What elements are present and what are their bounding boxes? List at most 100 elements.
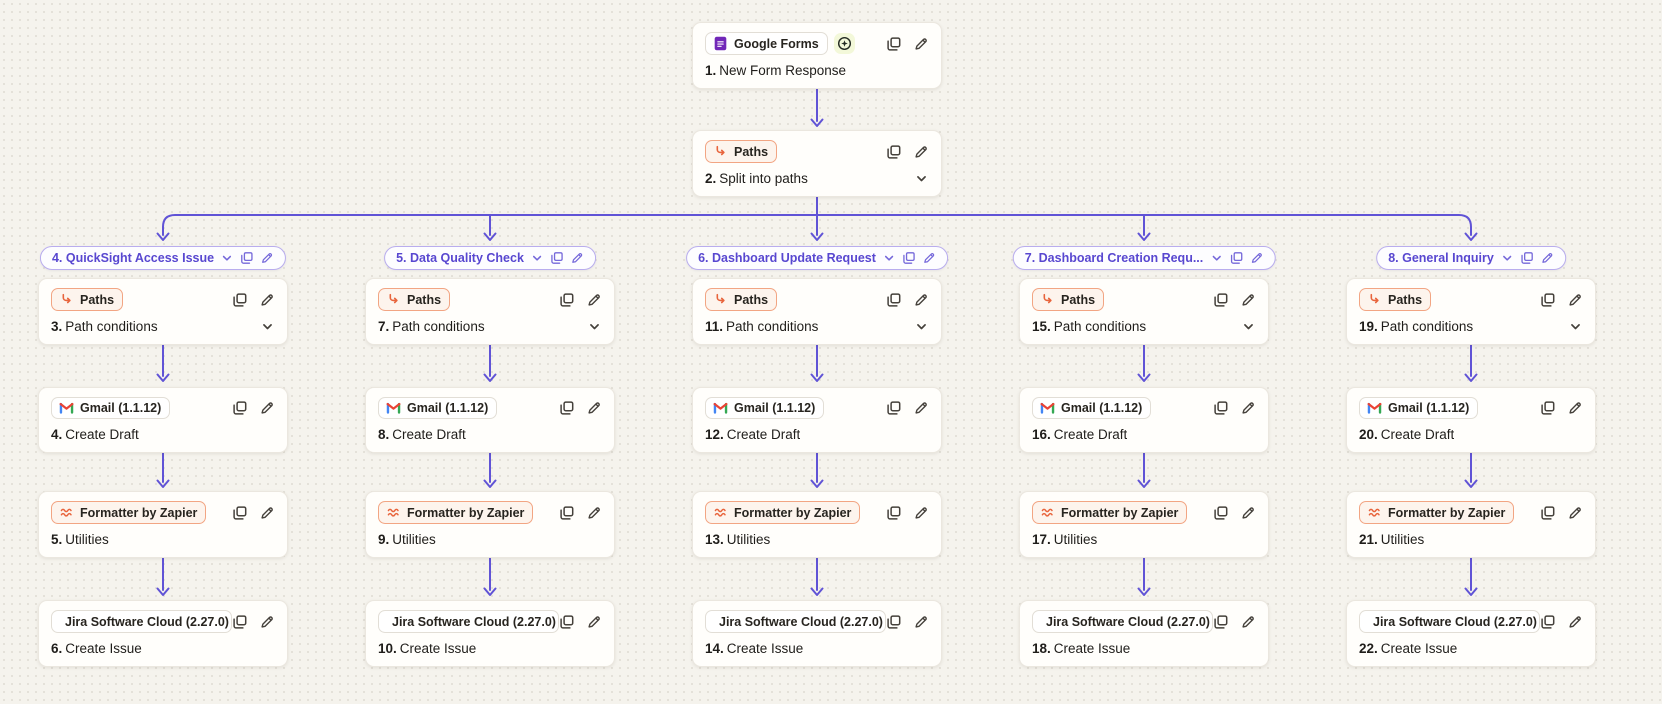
step-card-path-conditions[interactable]: Paths 7.Path conditions (365, 278, 615, 345)
copy-icon[interactable] (232, 400, 248, 416)
step-title: 10.Create Issue (378, 641, 477, 656)
step-card-path-conditions[interactable]: Paths 19.Path conditions (1346, 278, 1596, 345)
edit-icon[interactable] (586, 292, 602, 308)
edit-icon[interactable] (1567, 614, 1583, 630)
edit-icon[interactable] (259, 400, 275, 416)
copy-icon[interactable] (886, 144, 902, 160)
edit-icon[interactable] (1567, 505, 1583, 521)
copy-icon[interactable] (559, 292, 575, 308)
step-card-create-draft[interactable]: Gmail (1.1.12) 8.Create Draft (365, 387, 615, 453)
step-title: 7.Path conditions (378, 319, 485, 334)
copy-icon[interactable] (1540, 292, 1556, 308)
app-badge-jira: Jira Software Cloud (2.27.0) (51, 610, 232, 633)
copy-icon[interactable] (886, 505, 902, 521)
copy-icon[interactable] (1213, 505, 1229, 521)
branch-header-pill[interactable]: 5. Data Quality Check (384, 246, 596, 270)
step-title: 12.Create Draft (705, 427, 801, 442)
step-card-create-draft[interactable]: Gmail (1.1.12) 4.Create Draft (38, 387, 288, 453)
chevron-down-icon[interactable] (587, 319, 602, 334)
chevron-down-icon[interactable] (220, 251, 234, 265)
step-card-utilities[interactable]: Formatter by Zapier 5.Utilities (38, 491, 288, 558)
copy-icon[interactable] (1540, 400, 1556, 416)
chevron-down-icon[interactable] (1209, 251, 1223, 265)
step-card-utilities[interactable]: Formatter by Zapier 21.Utilities (1346, 491, 1596, 558)
chevron-down-icon[interactable] (260, 319, 275, 334)
step-title: 11.Path conditions (705, 319, 819, 334)
step-card-create-draft[interactable]: Gmail (1.1.12) 12.Create Draft (692, 387, 942, 453)
app-badge-label: Gmail (1.1.12) (407, 401, 489, 415)
step-card-create-issue[interactable]: Jira Software Cloud (2.27.0) 10.Create I… (365, 600, 615, 667)
edit-icon[interactable] (259, 292, 275, 308)
copy-icon[interactable] (1213, 614, 1229, 630)
copy-icon[interactable] (902, 251, 916, 265)
step-card-path-conditions[interactable]: Paths 11.Path conditions (692, 278, 942, 345)
edit-icon[interactable] (913, 400, 929, 416)
edit-icon[interactable] (1249, 251, 1263, 265)
step-card-path-conditions[interactable]: Paths 15.Path conditions (1019, 278, 1269, 345)
edit-icon[interactable] (913, 36, 929, 52)
split-step-card[interactable]: Paths 2.Split into paths (692, 130, 942, 197)
copy-icon[interactable] (232, 292, 248, 308)
branch-header-pill[interactable]: 8. General Inquiry (1376, 246, 1566, 270)
edit-icon[interactable] (1240, 292, 1256, 308)
copy-icon[interactable] (559, 614, 575, 630)
edit-icon[interactable] (922, 251, 936, 265)
chevron-down-icon[interactable] (1500, 251, 1514, 265)
copy-icon[interactable] (559, 505, 575, 521)
step-card-utilities[interactable]: Formatter by Zapier 13.Utilities (692, 491, 942, 558)
copy-icon[interactable] (886, 292, 902, 308)
copy-icon[interactable] (886, 36, 902, 52)
edit-icon[interactable] (586, 505, 602, 521)
step-card-path-conditions[interactable]: Paths 3.Path conditions (38, 278, 288, 345)
edit-icon[interactable] (1567, 292, 1583, 308)
copy-icon[interactable] (550, 251, 564, 265)
copy-icon[interactable] (232, 505, 248, 521)
edit-icon[interactable] (260, 251, 274, 265)
edit-icon[interactable] (1240, 614, 1256, 630)
edit-icon[interactable] (259, 505, 275, 521)
edit-icon[interactable] (1540, 251, 1554, 265)
copy-icon[interactable] (232, 614, 248, 630)
copy-icon[interactable] (1520, 251, 1534, 265)
copy-icon[interactable] (886, 400, 902, 416)
step-card-create-issue[interactable]: Jira Software Cloud (2.27.0) 18.Create I… (1019, 600, 1269, 667)
step-card-utilities[interactable]: Formatter by Zapier 9.Utilities (365, 491, 615, 558)
edit-icon[interactable] (913, 144, 929, 160)
edit-icon[interactable] (913, 505, 929, 521)
branch-header-pill[interactable]: 7. Dashboard Creation Requ... (1012, 246, 1276, 270)
copy-icon[interactable] (559, 400, 575, 416)
app-badge-formatter: Formatter by Zapier (705, 501, 861, 524)
copy-icon[interactable] (1229, 251, 1243, 265)
edit-icon[interactable] (586, 400, 602, 416)
edit-icon[interactable] (1567, 400, 1583, 416)
chevron-down-icon[interactable] (914, 319, 929, 334)
chevron-down-icon[interactable] (1568, 319, 1583, 334)
copy-icon[interactable] (240, 251, 254, 265)
edit-icon[interactable] (913, 292, 929, 308)
copy-icon[interactable] (886, 614, 902, 630)
copy-icon[interactable] (1540, 505, 1556, 521)
edit-icon[interactable] (913, 614, 929, 630)
copy-icon[interactable] (1213, 292, 1229, 308)
chevron-down-icon[interactable] (882, 251, 896, 265)
step-card-create-draft[interactable]: Gmail (1.1.12) 16.Create Draft (1019, 387, 1269, 453)
copy-icon[interactable] (1540, 614, 1556, 630)
edit-icon[interactable] (570, 251, 584, 265)
edit-icon[interactable] (1240, 400, 1256, 416)
step-card-create-issue[interactable]: Jira Software Cloud (2.27.0) 22.Create I… (1346, 600, 1596, 667)
step-card-create-draft[interactable]: Gmail (1.1.12) 20.Create Draft (1346, 387, 1596, 453)
edit-icon[interactable] (1240, 505, 1256, 521)
chevron-down-icon[interactable] (914, 171, 929, 186)
edit-icon[interactable] (259, 614, 275, 630)
branch-header-pill[interactable]: 4. QuickSight Access Issue (39, 246, 287, 270)
chevron-down-icon[interactable] (1241, 319, 1256, 334)
chevron-down-icon[interactable] (530, 251, 544, 265)
step-card-create-issue[interactable]: Jira Software Cloud (2.27.0) 6.Create Is… (38, 600, 288, 667)
copy-icon[interactable] (1213, 400, 1229, 416)
branch-header-pill[interactable]: 6. Dashboard Update Request (686, 246, 948, 270)
step-card-create-issue[interactable]: Jira Software Cloud (2.27.0) 14.Create I… (692, 600, 942, 667)
edit-icon[interactable] (586, 614, 602, 630)
trigger-step-card[interactable]: Google Forms 1.New Form Response (692, 22, 942, 89)
step-card-utilities[interactable]: Formatter by Zapier 17.Utilities (1019, 491, 1269, 558)
